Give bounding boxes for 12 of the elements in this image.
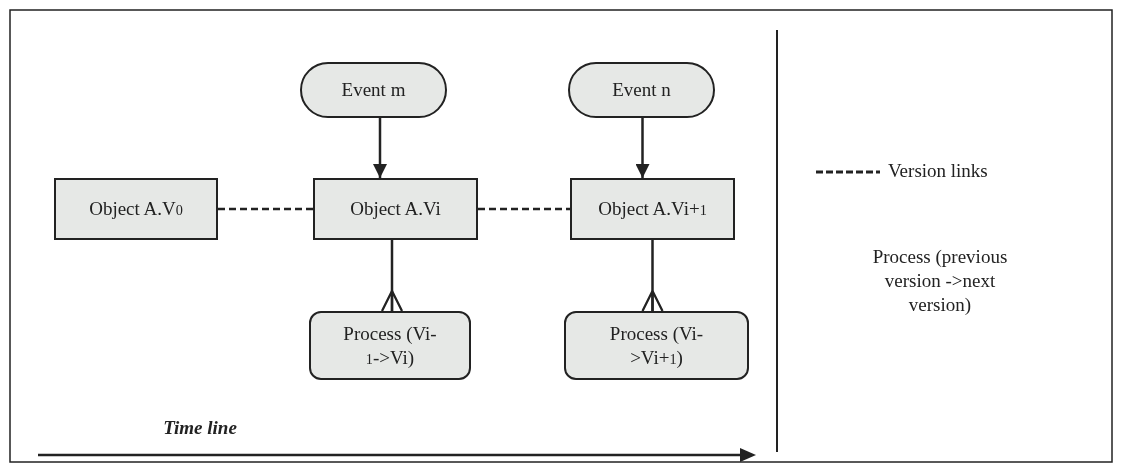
axis-label: Time line [162, 416, 238, 440]
object-box: Object A.Vi [313, 178, 478, 240]
version-link [478, 207, 570, 211]
legend-note: Process (previous version ->next version) [871, 245, 1009, 317]
crows-foot-connector [380, 240, 404, 313]
crows-foot-connector [641, 240, 664, 313]
event-terminal: Event m [300, 62, 447, 118]
version-link [218, 207, 313, 211]
event-terminal: Event n [568, 62, 715, 118]
legend-text: Version links [888, 159, 988, 183]
arrow [373, 118, 387, 178]
arrow [635, 118, 650, 178]
